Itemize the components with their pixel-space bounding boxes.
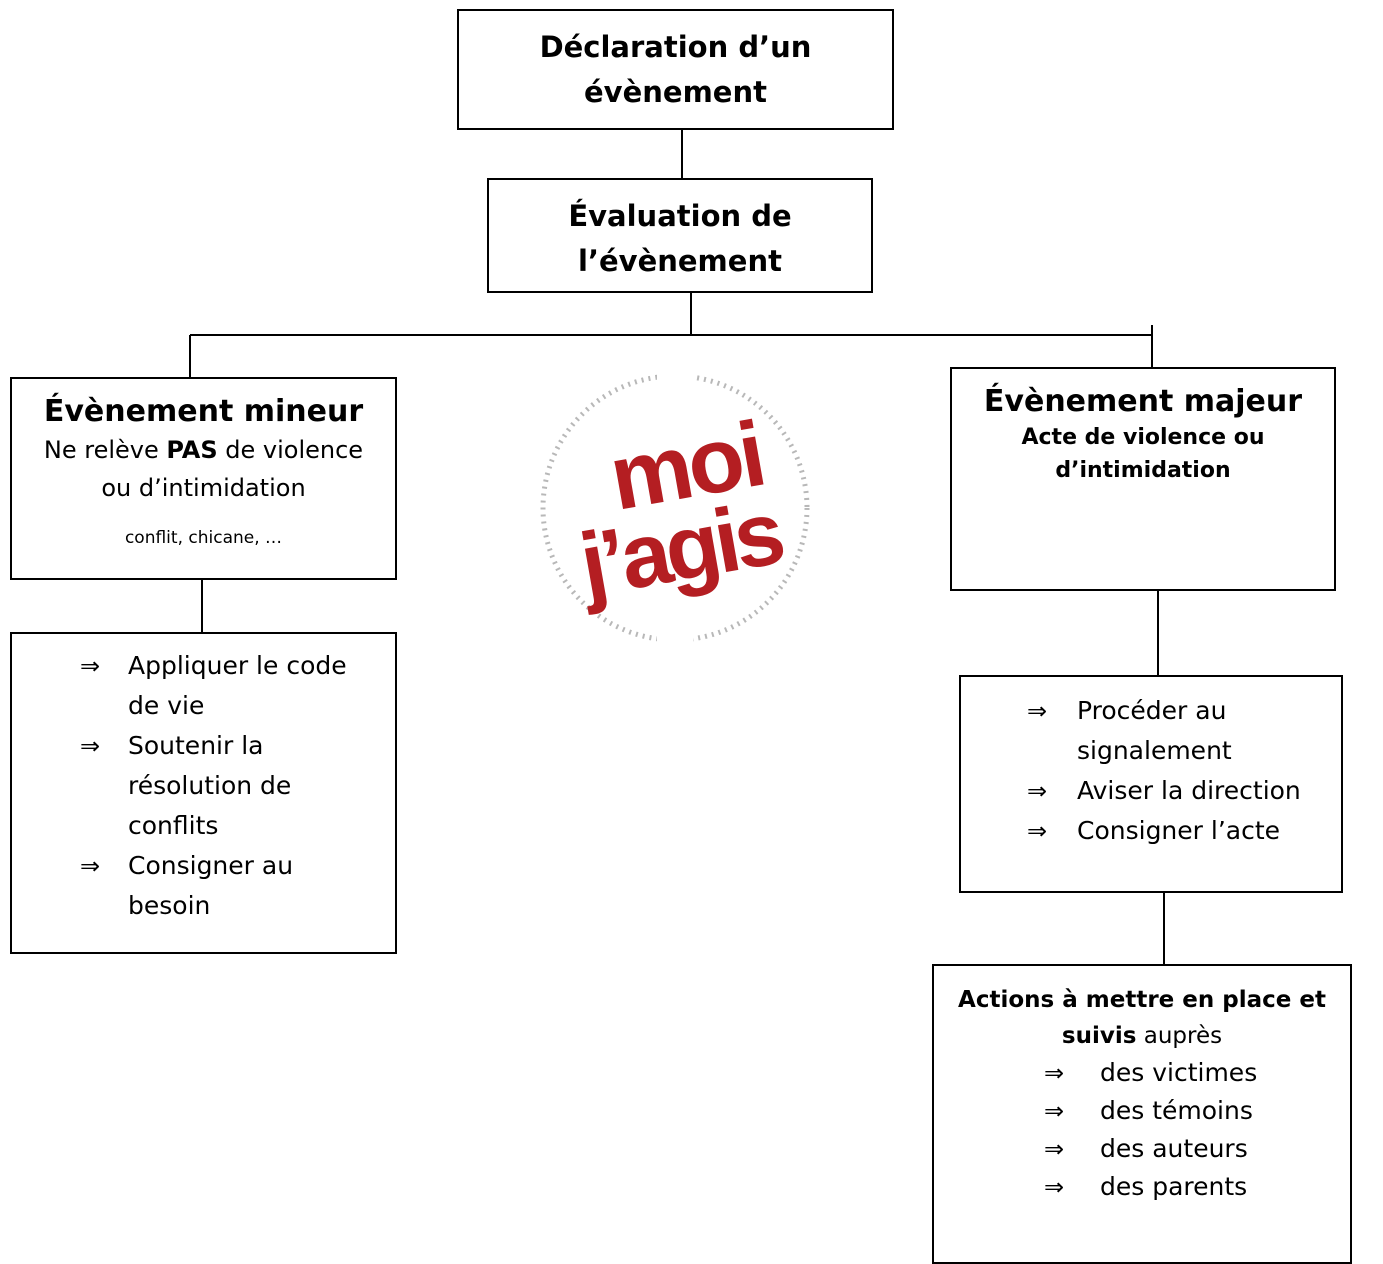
followup-item-text: des parents	[1100, 1172, 1248, 1201]
followup-box: Actions à mettre en place et suivis aupr…	[932, 964, 1352, 1264]
list-item: ⇒ Soutenir la résolution de conflits	[80, 726, 375, 846]
followup-heading-line2: suivis auprès	[934, 1018, 1350, 1054]
implies-arrow-icon: ⇒	[80, 852, 101, 880]
major-action-text: Consigner l’acte	[1077, 816, 1281, 845]
major-action-text: Aviser la direction	[1077, 776, 1301, 805]
list-item: ⇒ Consigner l’acte	[1027, 811, 1331, 851]
followup-item-text: des auteurs	[1100, 1134, 1248, 1163]
minor-event-title: Évènement mineur	[43, 394, 364, 429]
list-item: ⇒ des témoins	[1044, 1092, 1350, 1130]
major-event-desc-line1: Acte de violence ou	[1021, 425, 1265, 450]
declaration-box: Déclaration d’un évènement	[457, 9, 894, 130]
implies-arrow-icon: ⇒	[1027, 697, 1048, 725]
major-actions-box: ⇒ Procéder au signalement ⇒ Aviser la di…	[959, 675, 1343, 893]
implies-arrow-icon: ⇒	[1044, 1135, 1065, 1163]
minor-event-examples: conflit, chicane, …	[124, 528, 283, 548]
evaluation-title-line1: Évaluation de	[568, 199, 792, 233]
followup-heading: Actions à mettre en place et suivis aupr…	[934, 982, 1350, 1054]
followup-heading-bold: suivis	[1061, 1023, 1137, 1049]
minor-action-text: Appliquer le code de vie	[128, 651, 347, 720]
major-event-title: Évènement majeur	[983, 384, 1303, 419]
minor-desc-bold: PAS	[166, 436, 218, 464]
moi-jagis-logo: moi j’agis	[540, 366, 810, 650]
implies-arrow-icon: ⇒	[1027, 777, 1048, 805]
declaration-title-line1: Déclaration d’un	[539, 30, 812, 64]
logo-text-jagis: j’agis	[571, 483, 789, 617]
list-item: ⇒ Procéder au signalement	[1027, 691, 1331, 771]
list-item: ⇒ Appliquer le code de vie	[80, 646, 375, 726]
implies-arrow-icon: ⇒	[1044, 1173, 1065, 1201]
list-item: ⇒ des parents	[1044, 1168, 1350, 1206]
followup-heading-post: auprès	[1136, 1023, 1223, 1049]
implies-arrow-icon: ⇒	[1044, 1097, 1065, 1125]
major-event-desc-line2: d’intimidation	[1055, 458, 1231, 483]
implies-arrow-icon: ⇒	[80, 652, 101, 680]
implies-arrow-icon: ⇒	[1027, 817, 1048, 845]
implies-arrow-icon: ⇒	[80, 732, 101, 760]
followup-item-text: des témoins	[1100, 1096, 1253, 1125]
minor-event-box: Évènement mineur Ne relève PAS de violen…	[10, 377, 397, 580]
minor-event-desc-line1: Ne relève PAS de violence	[12, 431, 395, 469]
list-item: ⇒ Aviser la direction	[1027, 771, 1331, 811]
minor-desc-pre: Ne relève	[43, 436, 167, 464]
major-event-box: Évènement majeur Acte de violence ou d’i…	[950, 367, 1336, 591]
followup-list: ⇒ des victimes ⇒ des témoins ⇒ des auteu…	[934, 1054, 1350, 1206]
minor-actions-list: ⇒ Appliquer le code de vie ⇒ Soutenir la…	[80, 646, 375, 926]
evaluation-title-line2: l’évènement	[578, 244, 782, 278]
implies-arrow-icon: ⇒	[1044, 1059, 1065, 1087]
minor-event-desc-line2: ou d’intimidation	[101, 474, 306, 502]
declaration-title-line2: évènement	[584, 75, 767, 109]
minor-action-text: Consigner au besoin	[128, 851, 294, 920]
evaluation-box: Évaluation de l’évènement	[487, 178, 873, 293]
followup-item-text: des victimes	[1100, 1058, 1258, 1087]
minor-action-text: Soutenir la résolution de conflits	[128, 731, 292, 840]
followup-heading-line1: Actions à mettre en place et	[958, 987, 1326, 1013]
minor-actions-box: ⇒ Appliquer le code de vie ⇒ Soutenir la…	[10, 632, 397, 954]
minor-desc-post: de violence	[217, 436, 364, 464]
list-item: ⇒ des victimes	[1044, 1054, 1350, 1092]
major-actions-list: ⇒ Procéder au signalement ⇒ Aviser la di…	[1027, 691, 1331, 851]
list-item: ⇒ Consigner au besoin	[80, 846, 375, 926]
major-action-text: Procéder au signalement	[1077, 696, 1232, 765]
list-item: ⇒ des auteurs	[1044, 1130, 1350, 1168]
